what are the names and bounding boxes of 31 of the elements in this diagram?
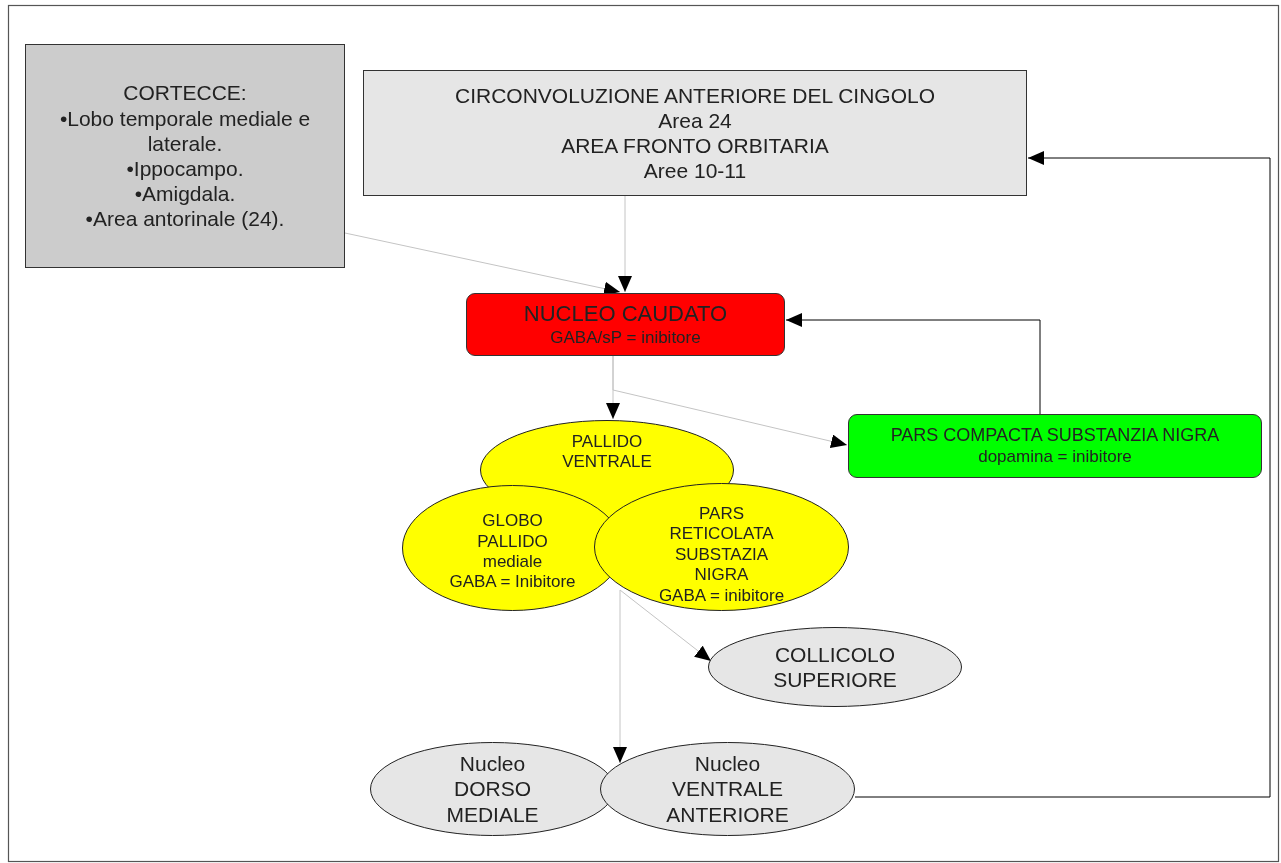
node-title: Nucleo DORSO MEDIALE	[445, 751, 540, 827]
node-text: Area 24	[658, 107, 732, 133]
process-box	[363, 70, 1027, 196]
arrow	[612, 355, 848, 449]
node-title: PARS COMPACTA SUBSTANZIA NIGRA	[890, 425, 1220, 447]
rounded-box	[848, 414, 1262, 478]
node-title: PARS RETICOLATA SUBSTAZIA NIGRA	[668, 504, 775, 586]
node-title: CIRCONVOLUZIONE ANTERIORE DEL CINGOLO	[455, 82, 935, 108]
node-title: NUCLEO CAUDATO	[523, 301, 728, 328]
arrow	[619, 589, 712, 662]
rounded-box	[466, 293, 785, 356]
arrow	[618, 195, 632, 293]
node-title: COLLICOLO SUPERIORE	[772, 641, 898, 693]
arrow	[613, 589, 627, 764]
node-text: GABA/sP = inibitore	[550, 327, 701, 348]
node-title: Nucleo VENTRALE ANTERIORE	[665, 751, 790, 827]
node-text: dopamina = inibitore	[978, 446, 1132, 467]
node-text: AREA FRONTO ORBITARIA	[561, 133, 829, 159]
node-title: GLOBO PALLIDO mediale	[476, 511, 549, 573]
node-text: •Amigdala.	[134, 181, 236, 207]
node-text: Aree 10-11	[643, 158, 747, 184]
node-text: •Lobo temporale mediale e laterale.	[58, 105, 312, 156]
node-title: PALLIDO VENTRALE	[561, 431, 653, 473]
node-text: •Area antorinale (24).	[85, 206, 285, 232]
process-box	[25, 44, 345, 268]
node-text: GABA = Inibitore	[449, 572, 576, 593]
arrow	[854, 151, 1271, 798]
arrow	[785, 313, 1041, 415]
node-title: CORTECCE:	[123, 80, 247, 106]
node-text: •Ippocampo.	[126, 156, 244, 182]
node-text: GABA = inibitore	[658, 585, 785, 606]
